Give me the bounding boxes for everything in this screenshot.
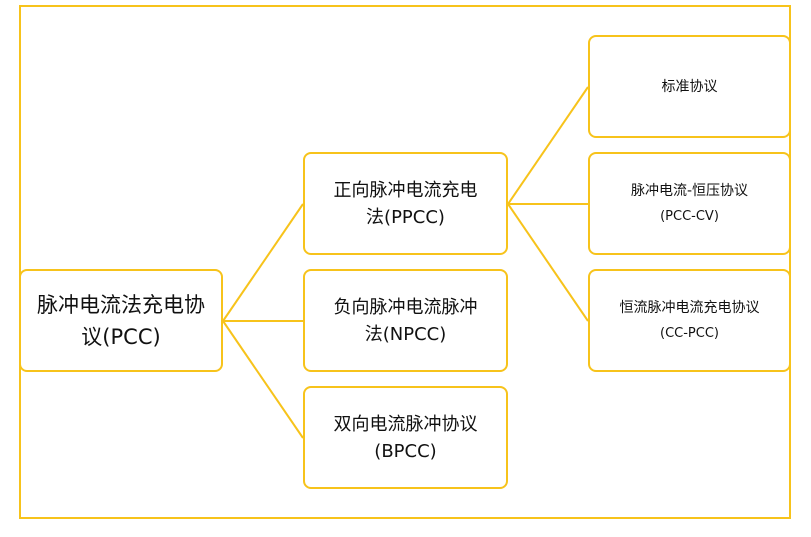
branch-npcc-line1: 负向脉冲电流脉冲 [333, 296, 478, 318]
branch-node-bpcc: 双向电流脉冲协议 (BPCC) [303, 386, 508, 489]
connector-root-to-ppcc [222, 203, 304, 322]
leaf-node-standard-protocol: 标准协议 [588, 35, 791, 138]
branch-bpcc-line2: (BPCC) [374, 440, 437, 462]
leaf-standard-line1: 标准协议 [661, 78, 718, 95]
branch-ppcc-line1: 正向脉冲电流充电 [333, 179, 478, 201]
leaf-cc-pcc-line2: (CC-PCC) [660, 325, 719, 341]
branch-node-npcc: 负向脉冲电流脉冲 法(NPCC) [303, 269, 508, 372]
leaf-node-cc-pcc: 恒流脉冲电流充电协议 (CC-PCC) [588, 269, 791, 372]
branch-npcc-line2: 法(NPCC) [364, 323, 447, 345]
branch-bpcc-line1: 双向电流脉冲协议 [333, 413, 478, 435]
branch-node-ppcc: 正向脉冲电流充电 法(PPCC) [303, 152, 508, 255]
root-label-line1: 脉冲电流法充电协 [37, 292, 205, 317]
root-node-pcc: 脉冲电流法充电协 议(PCC) [19, 269, 223, 372]
root-label-line2: 议(PCC) [81, 324, 161, 349]
connector-ppcc-to-standard [507, 86, 589, 205]
leaf-pcc-cv-line1: 脉冲电流-恒压协议 [630, 182, 749, 199]
leaf-pcc-cv-line2: (PCC-CV) [660, 208, 719, 224]
diagram-frame [19, 5, 791, 519]
leaf-cc-pcc-line1: 恒流脉冲电流充电协议 [619, 299, 760, 316]
leaf-node-pcc-cv: 脉冲电流-恒压协议 (PCC-CV) [588, 152, 791, 255]
connector-root-to-bpcc [222, 320, 304, 439]
connector-ppcc-to-cc-pcc [507, 203, 589, 322]
branch-ppcc-line2: 法(PPCC) [366, 206, 445, 228]
